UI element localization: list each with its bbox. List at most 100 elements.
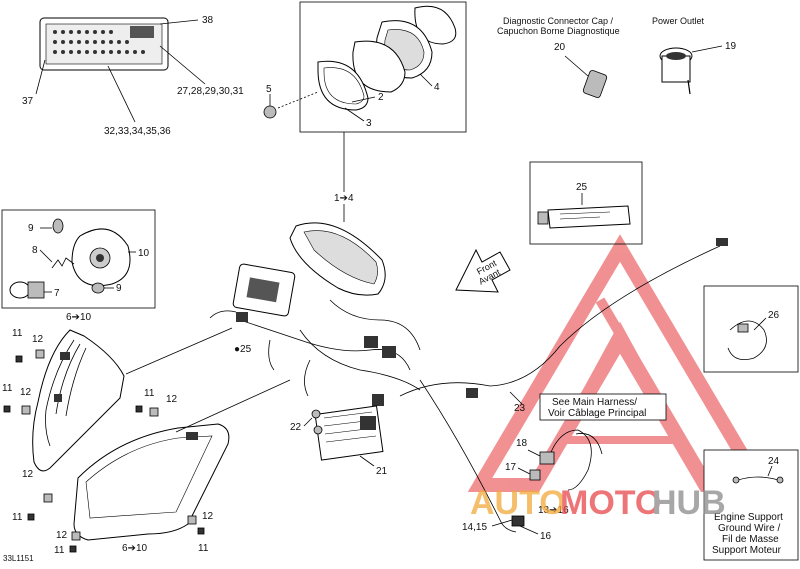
voltage-regulator [314, 405, 384, 461]
label-7: 7 [54, 288, 60, 299]
engine-caption-1: Engine Support [714, 512, 783, 523]
label-23: 23 [514, 403, 526, 414]
screw-5 [263, 105, 277, 119]
gauge-bezel [317, 60, 369, 111]
nut-22 [311, 409, 323, 435]
diagnostic-cap [582, 70, 608, 98]
main-harness-cable [399, 245, 721, 397]
gauge-group-box [299, 1, 467, 133]
label-10: 10 [138, 248, 150, 259]
sensor-18 [539, 451, 555, 465]
grease-box [529, 161, 643, 245]
watermark-text: AUTO MOTO HUB [470, 484, 726, 522]
label-5: 5 [266, 84, 272, 95]
sensor-17 [529, 469, 541, 481]
label-25-box: 25 [576, 182, 588, 193]
label-17: 17 [505, 462, 517, 473]
label-13-16: 13➔16 [538, 505, 569, 516]
label-11-d: 11 [12, 512, 23, 523]
relay-box [232, 263, 296, 317]
label-12-b: 12 [20, 387, 32, 398]
watermark-moto: MOTO [560, 484, 661, 522]
label-22: 22 [290, 422, 302, 433]
right-headlight-housing [73, 423, 230, 541]
watermark-auto: AUTO [470, 484, 566, 522]
engine-caption-4: Support Moteur [712, 545, 782, 556]
label-1-4: 1➔4 [334, 193, 354, 204]
label-16: 16 [540, 531, 552, 542]
label-9-bottom: 9 [116, 283, 122, 294]
label-6-10-top: 6➔10 [66, 312, 92, 323]
label-4: 4 [434, 82, 440, 93]
label-20: 20 [554, 42, 566, 53]
label-6-10-bottom: 6➔10 [122, 543, 148, 554]
engine-caption-3: Fil de Masse [722, 534, 779, 545]
clip-12-d [43, 493, 53, 503]
label-26: 26 [768, 310, 780, 321]
label-37: 37 [22, 96, 34, 107]
label-24: 24 [768, 456, 780, 467]
label-2: 2 [378, 92, 384, 103]
label-32-36: 32,33,34,35,36 [104, 126, 171, 137]
spring-clip [51, 257, 75, 269]
label-18: 18 [516, 438, 528, 449]
label-38: 38 [202, 15, 214, 26]
label-12-d: 12 [22, 469, 34, 480]
label-12-f: 12 [56, 530, 68, 541]
label-19: 19 [725, 41, 737, 52]
sensor-cable-long [419, 379, 517, 533]
left-headlight-housing [32, 329, 125, 472]
sensor-cable-coil [547, 429, 592, 491]
screw-11-a [15, 355, 23, 363]
engine-caption-2: Ground Wire / [718, 523, 780, 534]
label-9-top: 9 [28, 223, 34, 234]
clip-12-f [71, 531, 81, 541]
screw-11-c [135, 405, 143, 413]
diag-cap-caption-1: Diagnostic Connector Cap / [503, 16, 614, 26]
wiring-harness [209, 299, 478, 406]
grease-tube [537, 205, 631, 229]
label-27-31: 27,28,29,30,31 [177, 86, 244, 97]
headlight-bulb [9, 281, 45, 299]
main-harness-note-1: See Main Harness/ [552, 397, 637, 408]
label-12-a: 12 [32, 334, 44, 345]
label-11-b: 11 [2, 383, 13, 394]
harness-end-connector [716, 238, 728, 246]
clamp-box [703, 285, 799, 373]
control-module [39, 17, 169, 71]
watermark-logo [467, 234, 773, 492]
diag-cap-caption-2: Capuchon Borne Diagnostique [497, 26, 620, 36]
clip-12-e [187, 515, 197, 525]
label-11-e: 11 [198, 543, 209, 554]
power-outlet [659, 47, 693, 95]
screw-11-b [3, 405, 11, 413]
label-11-a: 11 [12, 328, 23, 339]
power-outlet-caption: Power Outlet [652, 16, 705, 26]
label-11-f: 11 [54, 545, 65, 556]
label-3: 3 [366, 118, 372, 129]
instrument-cluster [289, 222, 386, 296]
screw-11-d [27, 513, 35, 521]
front-direction-arrow: Front Avant [455, 248, 511, 293]
main-harness-note-box [539, 393, 667, 421]
bulb-9-top [52, 218, 64, 234]
cable-clamp [727, 320, 767, 361]
label-11-c: 11 [144, 388, 155, 399]
label-25-drop: ●25 [234, 344, 252, 355]
ground-wire [732, 476, 784, 484]
screw-11-f [69, 545, 77, 553]
label-12-e: 12 [202, 511, 214, 522]
headlight-reflector [71, 228, 131, 287]
label-21: 21 [376, 466, 388, 477]
clip-12-a [35, 349, 45, 359]
headlight-bulb-box [1, 209, 156, 309]
watermark-hub: HUB [652, 484, 726, 522]
sensor-16 [511, 515, 525, 527]
label-8: 8 [32, 245, 38, 256]
ground-wire-box [703, 449, 799, 561]
label-12-c: 12 [166, 394, 178, 405]
main-harness-note-2: Voir Câblage Principal [548, 408, 646, 419]
screw-11-e [197, 527, 205, 535]
